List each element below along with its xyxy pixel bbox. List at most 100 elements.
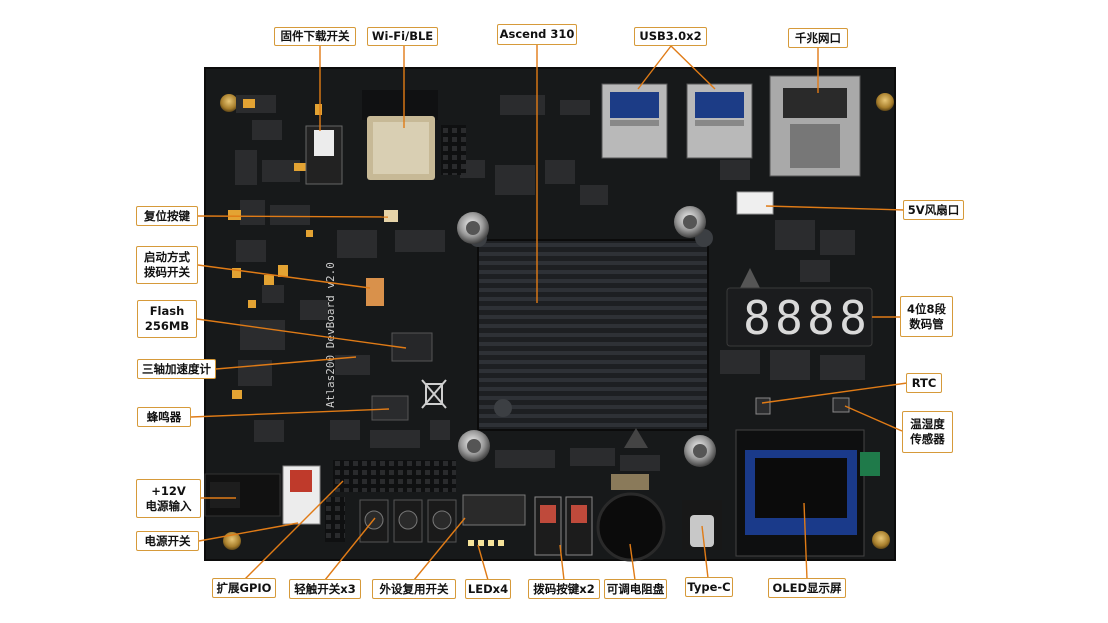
label-oled: OLED显示屏 xyxy=(768,578,846,598)
label-power-input-line-1: +12V xyxy=(151,483,186,498)
led-icon xyxy=(468,540,504,546)
label-boot-dip-line-2: 拨码开关 xyxy=(144,265,190,279)
leader-accel xyxy=(215,356,357,370)
label-ethernet: 千兆网口 xyxy=(788,28,848,48)
leader-usb-right xyxy=(670,45,716,90)
leader-buzzer xyxy=(190,408,390,418)
usb-ports xyxy=(601,83,753,159)
label-temp-humidity-line-1: 温湿度 xyxy=(910,417,945,432)
seg-digit-2: 8 xyxy=(775,291,803,345)
fan-connector xyxy=(736,191,774,215)
leader-type-c xyxy=(701,525,709,579)
label-fan-port: 5V风扇口 xyxy=(903,200,964,220)
leader-boot-dip xyxy=(197,264,371,289)
leader-power-switch xyxy=(198,522,299,542)
label-power-input-line-2: 电源输入 xyxy=(145,498,192,513)
label-accelerometer-line-1: 三轴加速度计 xyxy=(142,361,211,376)
label-peripheral-mux-line-1: 外设复用开关 xyxy=(379,581,449,596)
label-power-switch: 电源开关 xyxy=(136,531,199,551)
board-silkscreen: Atlas200 DevBoard v2.0 xyxy=(324,262,337,408)
leader-dip-buttons xyxy=(559,544,565,581)
leader-oled xyxy=(803,502,808,580)
label-boot-dip-line-1: 启动方式 xyxy=(144,250,190,265)
esd-warning-icon xyxy=(624,268,762,448)
seg-digit-1: 8 xyxy=(743,291,771,345)
label-wifi-ble: Wi-Fi/BLE xyxy=(367,27,438,46)
label-power-switch-line-1: 电源开关 xyxy=(144,533,191,548)
potentiometer xyxy=(596,474,666,562)
label-temp-humidity-line-2: 传感器 xyxy=(910,432,945,446)
label-seven-seg-line-1: 4位8段 xyxy=(906,301,946,316)
dip-switch xyxy=(462,494,526,526)
label-firmware-switch-line-1: 固件下载开关 xyxy=(280,29,350,44)
label-leds: LEDx4 xyxy=(465,579,511,599)
label-type-c-line-1: Type-C xyxy=(687,579,731,594)
label-flash-line-1: Flash xyxy=(149,304,185,319)
label-flash-line-2: 256MB xyxy=(144,319,190,333)
label-tact-switch-line-1: 轻触开关x3 xyxy=(294,581,356,596)
weee-bin-icon xyxy=(421,379,447,409)
label-peripheral-mux: 外设复用开关 xyxy=(372,579,456,599)
label-ethernet-line-1: 千兆网口 xyxy=(795,30,841,45)
boot-dip-switch xyxy=(366,278,384,306)
wifi-module xyxy=(362,90,466,180)
leader-leds xyxy=(477,544,489,581)
usb-c-port xyxy=(682,500,722,550)
leader-flash xyxy=(196,318,407,349)
label-reset-button: 复位按键 xyxy=(136,206,198,226)
label-buzzer: 蜂鸣器 xyxy=(137,407,191,427)
dc-jack xyxy=(204,473,281,517)
label-accelerometer: 三轴加速度计 xyxy=(137,359,216,379)
dip-buttons xyxy=(534,496,593,556)
label-gpio-line-1: 扩展GPIO xyxy=(216,580,272,595)
leader-peripheral-mux xyxy=(413,517,466,581)
leader-rtc xyxy=(761,382,908,404)
power-switch xyxy=(282,465,321,525)
rtc-chip xyxy=(755,397,771,415)
oled-module xyxy=(735,429,880,557)
buzzer xyxy=(371,395,409,421)
label-gpio: 扩展GPIO xyxy=(212,578,276,598)
label-wifi-ble-line-1: Wi-Fi/BLE xyxy=(371,29,434,44)
label-usb-line-1: USB3.0x2 xyxy=(639,29,702,44)
tact-switches xyxy=(359,499,457,543)
label-seven-seg-line-2: 数码管 xyxy=(909,316,944,331)
smd-components xyxy=(235,95,865,471)
reset-button xyxy=(384,210,398,222)
capacitors xyxy=(228,99,322,399)
heatsink xyxy=(469,229,713,431)
label-ascend-310: Ascend 310 xyxy=(497,24,577,45)
label-dip-buttons-line-1: 拨码按键x2 xyxy=(533,581,595,596)
label-buzzer-line-1: 蜂鸣器 xyxy=(146,409,182,424)
firmware-switch xyxy=(305,125,343,185)
leader-fan xyxy=(765,205,906,211)
label-usb: USB3.0x2 xyxy=(634,27,707,46)
label-fan-port-line-1: 5V风扇口 xyxy=(907,202,960,217)
seg-digit-4: 8 xyxy=(839,291,867,345)
leader-tact xyxy=(324,517,376,581)
leader-lines xyxy=(190,45,908,581)
label-ascend-310-line-1: Ascend 310 xyxy=(499,27,575,42)
temp-sensor-chip xyxy=(832,397,850,413)
gpio-header xyxy=(333,460,456,492)
label-potentiometer: 可调电阻盘 xyxy=(604,579,667,599)
ethernet-jack xyxy=(769,75,861,177)
leader-pot xyxy=(629,543,636,581)
label-tact-switch: 轻触开关x3 xyxy=(289,579,361,599)
label-potentiometer-line-1: 可调电阻盘 xyxy=(606,581,665,596)
leader-reset xyxy=(197,215,389,218)
standoff-icon xyxy=(457,206,716,467)
leader-usb-left xyxy=(637,45,672,90)
label-rtc-line-1: RTC xyxy=(911,375,937,390)
mounting-hole-icon xyxy=(220,93,894,550)
label-oled-line-1: OLED显示屏 xyxy=(772,580,842,595)
leader-temp xyxy=(844,405,903,432)
leader-gpio xyxy=(243,480,344,581)
label-dip-buttons: 拨码按键x2 xyxy=(528,579,600,599)
label-seven-seg: 4位8段数码管 xyxy=(900,296,953,337)
seg-digit-3: 8 xyxy=(807,291,835,345)
label-rtc: RTC xyxy=(906,373,942,393)
